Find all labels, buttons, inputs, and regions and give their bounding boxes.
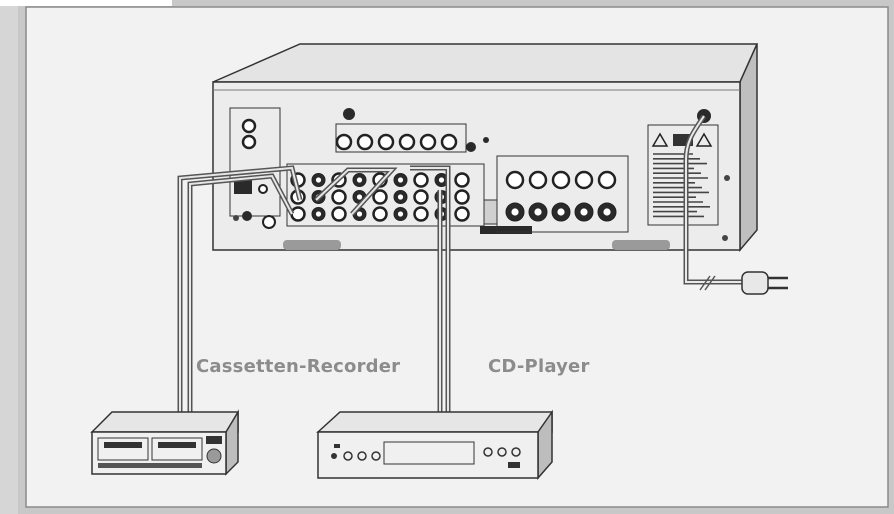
- preout-jack: [377, 133, 395, 151]
- top-tab: [0, 0, 172, 6]
- input-jack: [454, 172, 470, 188]
- input-jack: [413, 206, 429, 222]
- selector-switch: [483, 199, 498, 225]
- power-plug: [741, 271, 769, 295]
- amplifier-foot-left: [283, 240, 341, 250]
- speaker-terminal: [551, 170, 571, 190]
- input-jack-center: [397, 194, 404, 200]
- amplifier: [212, 43, 759, 253]
- input-jack: [372, 206, 388, 222]
- preout-jack: [335, 133, 353, 151]
- input-jack-center: [438, 177, 445, 183]
- input-jack: [413, 172, 429, 188]
- cd-player-label: CD-Player: [488, 356, 590, 377]
- input-jack-center: [397, 177, 404, 183]
- speaker-terminal: [505, 170, 525, 190]
- speaker-terminal-center: [511, 208, 519, 216]
- input-jack-center: [397, 211, 404, 217]
- power-cable: [683, 114, 788, 295]
- digital-jack: [241, 118, 257, 134]
- digital-jack: [241, 134, 257, 150]
- cd-cables: [410, 165, 451, 412]
- speaker-terminal-center: [557, 208, 565, 216]
- input-jack: [454, 206, 470, 222]
- input-jack-center: [356, 177, 363, 183]
- cassette-cables: [177, 165, 398, 412]
- input-jack: [372, 189, 388, 205]
- preout-jack: [398, 133, 416, 151]
- amplifier-rear-panel: [212, 81, 741, 251]
- cassette-recorder-label: Cassetten-Recorder: [196, 356, 401, 377]
- optical-input: [234, 180, 252, 194]
- input-jack: [331, 206, 347, 222]
- speaker-terminals-section: [496, 155, 629, 233]
- amplifier-side: [739, 43, 758, 253]
- speaker-terminal: [574, 170, 594, 190]
- phono-ground: [343, 108, 355, 120]
- audio-inputs-section: [286, 163, 485, 227]
- input-jack: [290, 206, 306, 222]
- preout-jack: [419, 133, 437, 151]
- cassette-deck: [90, 409, 239, 476]
- upper-jack-section: [335, 123, 467, 153]
- subwoofer-out-jack: [242, 211, 252, 221]
- input-jack-center: [356, 211, 363, 217]
- input-jack-center: [356, 194, 363, 200]
- preout-jack: [440, 133, 458, 151]
- input-jack: [413, 189, 429, 205]
- speaker-terminal-center: [534, 208, 542, 216]
- speaker-terminal-center: [603, 208, 611, 216]
- speaker-terminal-center: [580, 208, 588, 216]
- cd-player: [316, 409, 553, 480]
- input-jack-center: [315, 177, 322, 183]
- rating-label: [647, 124, 719, 226]
- preout-jack: [356, 133, 374, 151]
- amplifier-foot-right: [612, 240, 670, 250]
- input-jack: [331, 189, 347, 205]
- speaker-terminal: [597, 170, 617, 190]
- input-jack: [454, 189, 470, 205]
- speaker-terminal: [528, 170, 548, 190]
- digital-input-section: [229, 107, 281, 217]
- amplifier-top: [212, 43, 759, 83]
- input-jack-center: [315, 211, 322, 217]
